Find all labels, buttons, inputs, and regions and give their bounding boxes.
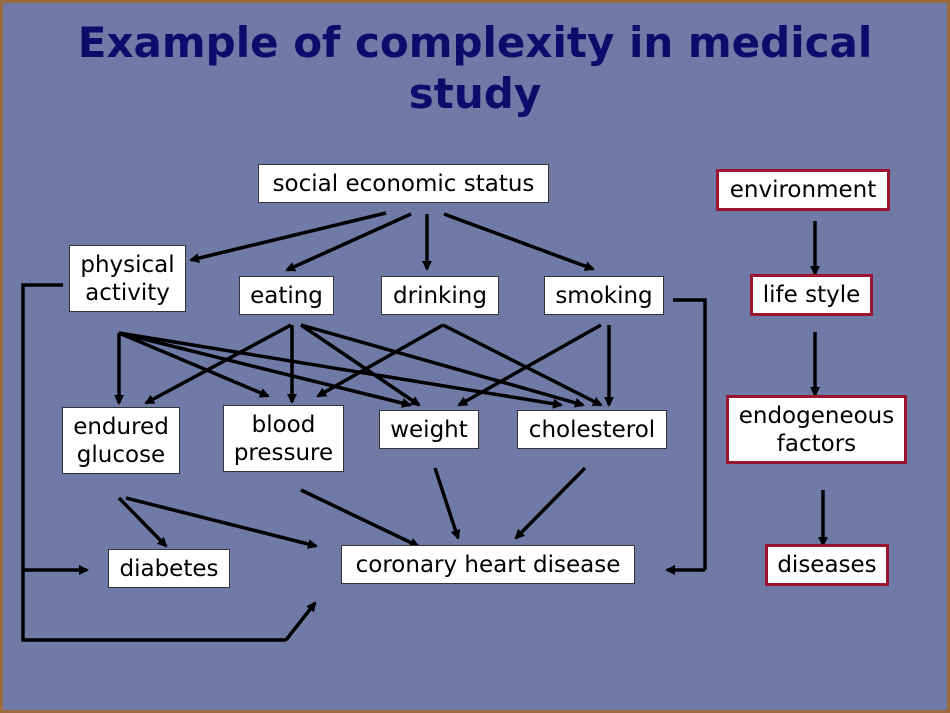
page-title: Example of complexity in medical study — [77, 18, 873, 118]
node-cholesterol: cholesterol — [517, 410, 667, 449]
arrow-ses-physical — [189, 211, 387, 263]
arrow-ses-smoking — [443, 212, 595, 271]
arrow-bp-chd — [300, 488, 420, 548]
arrows-layer — [21, 211, 828, 642]
arrow-weight-chd — [433, 467, 461, 540]
node-diseases: diseases — [765, 544, 889, 586]
node-endured-glucose: endured glucose — [62, 407, 180, 474]
arrow-drinking-cholesterol — [442, 323, 603, 407]
node-eating: eating — [239, 276, 334, 315]
arrow-glucose-diabetes — [117, 496, 168, 548]
arrow-eating-weight — [300, 323, 421, 407]
node-coronary-heart-disease: coronary heart disease — [341, 545, 635, 584]
arrow-physical-cholesterol — [118, 331, 563, 409]
node-diabetes: diabetes — [108, 549, 230, 588]
node-blood-pressure: blood pressure — [223, 405, 344, 472]
node-smoking: smoking — [544, 276, 664, 315]
node-weight: weight — [379, 410, 479, 449]
arrow-physical-weight — [118, 331, 412, 408]
arrow-smoking-weight — [457, 323, 602, 407]
arrow-eating-cholesterol — [300, 323, 585, 408]
node-physical-activity: physical activity — [69, 245, 186, 312]
node-drinking: drinking — [381, 276, 499, 315]
node-social-economic-status: social economic status — [258, 164, 549, 203]
arrow-physical-bypass — [21, 283, 286, 642]
arrow-smoking-bypass — [673, 298, 707, 570]
node-life-style: life style — [750, 274, 873, 316]
arrow-eating-glucose — [144, 323, 292, 405]
node-environment: environment — [716, 169, 890, 211]
arrow-physical-bp — [118, 331, 270, 398]
arrow-glucose-chd — [125, 496, 318, 549]
arrow-bypass-chd — [284, 601, 317, 642]
arrow-ses-eating — [285, 212, 412, 272]
node-endogeneous-factors: endogeneous factors — [726, 395, 907, 464]
arrow-cholesterol-chd — [514, 466, 587, 540]
arrow-drinking-bp — [316, 323, 444, 398]
slide: Example of complexity in medical study — [3, 3, 947, 710]
